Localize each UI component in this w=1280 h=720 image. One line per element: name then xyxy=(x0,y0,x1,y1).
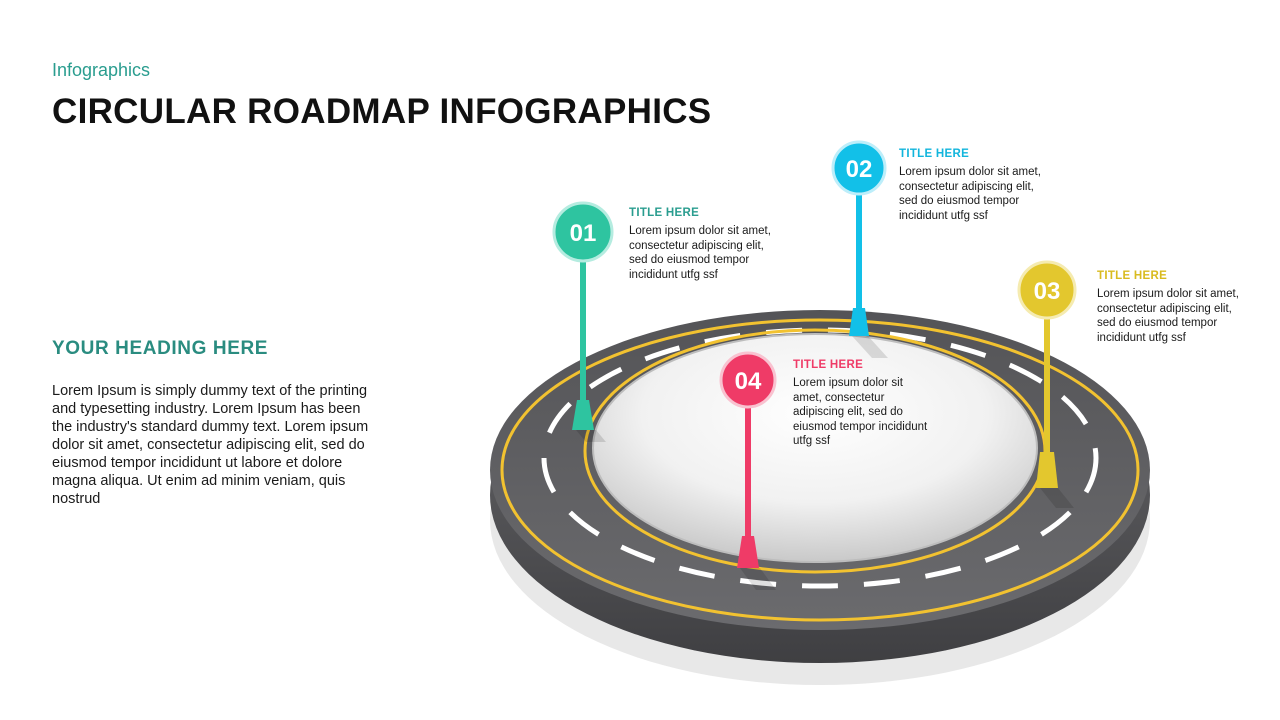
marker-01-pole xyxy=(580,260,586,420)
step-04-text: TITLE HERE Lorem ipsum dolor sit amet, c… xyxy=(793,358,933,448)
step-01-title: TITLE HERE xyxy=(629,207,700,219)
marker-03-base xyxy=(1036,452,1058,488)
step-03-body: Lorem ipsum dolor sit amet, consectetur … xyxy=(1097,288,1239,344)
road-center-basin xyxy=(593,334,1037,562)
marker-04: 04 xyxy=(719,351,777,590)
step-04-body: Lorem ipsum dolor sit amet, consectetur … xyxy=(793,377,928,448)
marker-02-number: 02 xyxy=(846,156,873,183)
marker-01: 01 xyxy=(552,201,614,442)
road-center-rim xyxy=(592,333,1038,563)
step-04-title: TITLE HERE xyxy=(793,359,864,371)
eyebrow-label: Infographics xyxy=(52,60,151,80)
marker-04-number: 04 xyxy=(735,368,762,395)
marker-01-number: 01 xyxy=(570,220,597,247)
step-02-text: TITLE HERE Lorem ipsum dolor sit amet, c… xyxy=(899,147,1049,223)
marker-02-badge xyxy=(831,140,887,196)
road-lane-dashes xyxy=(541,327,1099,589)
marker-03-number: 03 xyxy=(1034,278,1061,305)
step-01-text: TITLE HERE Lorem ipsum dolor sit amet, c… xyxy=(629,206,779,282)
step-02-title: TITLE HERE xyxy=(899,148,970,160)
marker-04-badge xyxy=(719,351,777,409)
section-body: Lorem Ipsum is simply dummy text of the … xyxy=(52,383,369,507)
marker-03-pole xyxy=(1044,318,1050,458)
marker-04-pole xyxy=(745,408,751,540)
road-outer-edge-line xyxy=(500,318,1140,622)
step-03-title: TITLE HERE xyxy=(1097,270,1168,282)
marker-02-base xyxy=(849,308,869,336)
marker-02: 02 xyxy=(831,140,888,358)
marker-01-badge xyxy=(552,201,614,263)
marker-03: 03 xyxy=(1017,260,1077,508)
marker-02-pole xyxy=(856,195,862,313)
marker-04-base xyxy=(737,536,759,568)
step-03-text: TITLE HERE Lorem ipsum dolor sit amet, c… xyxy=(1097,269,1247,345)
marker-03-badge xyxy=(1017,260,1077,320)
step-02-body: Lorem ipsum dolor sit amet, consectetur … xyxy=(899,166,1041,222)
marker-01-base xyxy=(572,400,594,430)
page-title: CIRCULAR ROADMAP INFOGRAPHICS xyxy=(52,92,712,131)
step-01-body: Lorem ipsum dolor sit amet, consectetur … xyxy=(629,225,771,281)
section-heading: YOUR HEADING HERE xyxy=(52,338,269,359)
